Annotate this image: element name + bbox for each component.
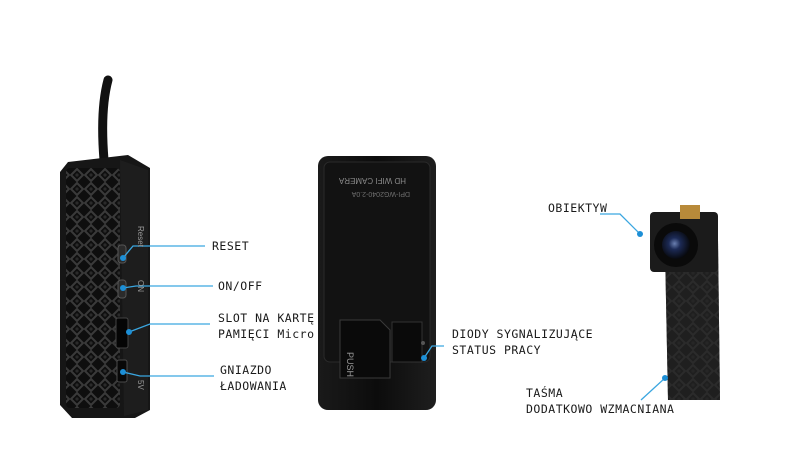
label-lens: OBIEKTYW [548,201,608,215]
label-tape-line1: TAŚMA [526,386,564,400]
label-diodes-line1: DIODY SYGNALIZUJĄCE [452,327,594,341]
side-reset-text: Reset [136,226,145,248]
label-slot: SLOT NA KARTĘ PAMIĘCI Micro [218,310,315,342]
callout-dots [120,231,668,381]
callout-lines [122,213,666,401]
label-tape: TAŚMA DODATKOWO WZMACNIANA [526,385,674,417]
label-charging: GNIAZDO ŁADOWANIA [220,362,287,394]
label-tape-line2: DODATKOWO WZMACNIANA [526,402,675,416]
cable [98,75,113,165]
device-back-view [318,156,436,410]
label-slot-line1: SLOT NA KARTĘ [218,311,315,325]
device-side-view [60,155,150,418]
label-diodes: DIODY SYGNALIZUJĄCE STATUS PRACY [452,326,593,358]
label-onoff: ON/OFF [218,279,263,293]
push-text: PUSH [345,352,355,377]
side-onoff-text: ON [136,280,145,292]
label-charging-line1: GNIAZDO [220,363,272,377]
label-slot-line2: PAMIĘCI Micro [218,327,315,341]
side-dc-text: 5V [136,380,145,390]
back-model-text: DPI-WG2040-2.0A [351,190,410,197]
camera-module [650,205,720,400]
label-diodes-line2: STATUS PRACY [452,343,542,357]
back-title-text: HD WIFI CAMERA [338,176,406,185]
label-reset: RESET [212,239,250,253]
label-charging-line2: ŁADOWANIA [220,379,287,393]
